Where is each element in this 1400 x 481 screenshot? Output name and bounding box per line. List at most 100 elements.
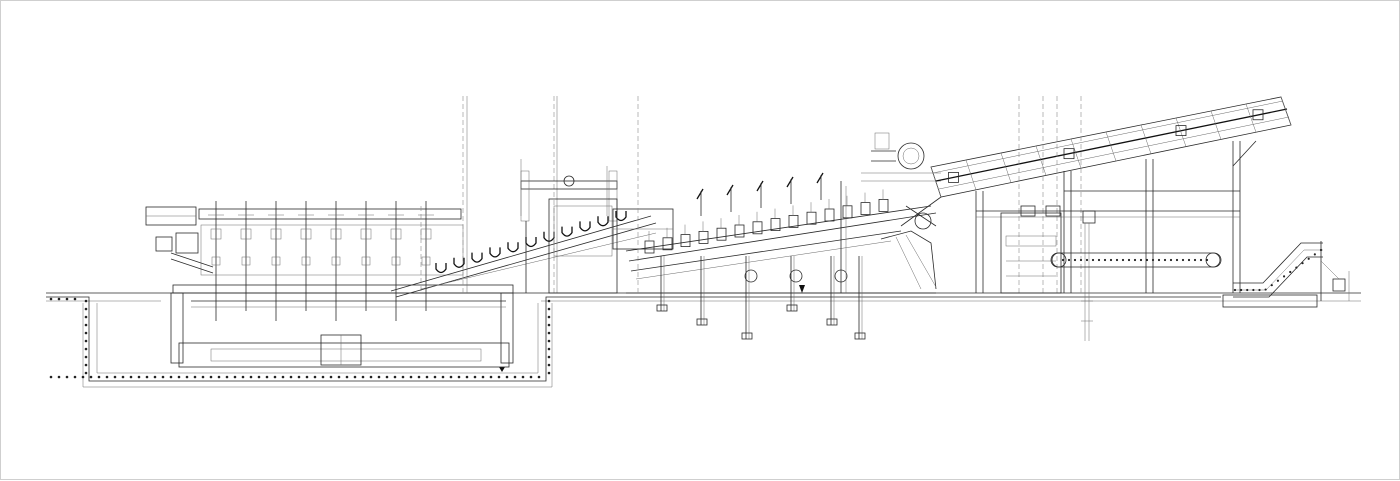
- feeder-link: [1240, 288, 1243, 292]
- pit-wall-dots: [49, 297, 551, 379]
- pit-dot: [513, 375, 517, 379]
- feeder-link: [1252, 288, 1255, 292]
- shaft-block: [390, 228, 402, 240]
- pit-dot: [321, 375, 325, 379]
- nozzle: [816, 172, 824, 184]
- trough-loop: [435, 263, 447, 274]
- pit-dot: [425, 375, 429, 379]
- trough-loop: [453, 257, 465, 268]
- conveyor-idler: [1063, 148, 1075, 160]
- feeder-chain: [1233, 248, 1323, 292]
- feeder-link: [1246, 288, 1249, 292]
- pit-dot: [547, 339, 551, 343]
- nozzle: [726, 184, 734, 196]
- conveyor-idler: [948, 171, 959, 183]
- pit-dot: [161, 375, 165, 379]
- gearbox: [842, 205, 853, 219]
- pit-dot: [337, 375, 341, 379]
- pit-dot: [547, 363, 551, 367]
- trough-loop: [525, 237, 537, 248]
- pit-dot: [273, 375, 277, 379]
- belt-link: [1157, 258, 1161, 262]
- pit-dot: [169, 375, 173, 379]
- conveyor-rib: [1140, 124, 1152, 154]
- drop-shaft-foot: [854, 332, 866, 340]
- pit-dot: [57, 297, 61, 301]
- feeder-link: [1319, 248, 1323, 252]
- pit-dot: [441, 375, 445, 379]
- belt-link: [1115, 258, 1119, 262]
- belt-link: [1139, 258, 1143, 262]
- pit-dot: [457, 375, 461, 379]
- feeder-link: [1270, 284, 1273, 287]
- inclined-conveyor-lower: [390, 211, 657, 298]
- trough-loop: [471, 252, 483, 263]
- foundation-pit: [46, 296, 1221, 388]
- horizontal-belt-conveyor: [1050, 252, 1222, 268]
- feeder-link: [1233, 288, 1237, 292]
- trough-loop: [615, 211, 627, 222]
- middle-equipment-cluster: [625, 96, 937, 340]
- pit-dot: [65, 375, 69, 379]
- belt-link: [1145, 258, 1149, 262]
- conveyor-ribs: [930, 96, 1292, 198]
- pit-dot: [547, 299, 551, 303]
- pit-dot: [105, 375, 109, 379]
- shaft-block: [300, 228, 312, 240]
- pit-dot: [84, 339, 88, 343]
- nozzle: [756, 180, 764, 192]
- inclined-conveyor-upper: [900, 96, 1292, 230]
- gearbox: [698, 230, 709, 244]
- pit-dot: [529, 375, 533, 379]
- conveyor-rib: [1105, 131, 1117, 162]
- gearbox: [770, 218, 781, 232]
- pit-dot: [305, 375, 309, 379]
- shaft-block: [361, 256, 371, 266]
- pit-dot: [297, 375, 301, 379]
- belt-link: [1127, 258, 1131, 262]
- pit-dot: [547, 331, 551, 335]
- pit-dot: [521, 375, 525, 379]
- pit-dot: [537, 375, 541, 379]
- shaft-block: [240, 228, 252, 240]
- pit-dot: [329, 375, 333, 379]
- pit-dot: [201, 375, 205, 379]
- pit-dot: [241, 375, 245, 379]
- feeder-link: [1307, 257, 1310, 260]
- pit-dot: [145, 375, 149, 379]
- pit-dot: [345, 375, 349, 379]
- pit-dot: [361, 375, 365, 379]
- pit-dot: [225, 375, 229, 379]
- right-feeder: [1222, 241, 1350, 308]
- gearbox: [662, 237, 673, 251]
- pit-dot: [547, 371, 551, 375]
- belt-link: [1085, 258, 1089, 262]
- gearbox: [788, 214, 799, 228]
- pit-dot: [81, 375, 85, 379]
- left-machine: [145, 96, 514, 368]
- conveyor-idler: [1252, 109, 1264, 121]
- pit-dot: [257, 375, 261, 379]
- feeder-link: [1264, 288, 1267, 291]
- pit-dot: [193, 375, 197, 379]
- trough-loop: [579, 221, 591, 232]
- trough-loop: [489, 247, 501, 258]
- drop-shaft-foot: [696, 318, 708, 326]
- belt-link: [1061, 258, 1065, 262]
- conveyor-rib: [965, 159, 977, 190]
- feeder-link: [1301, 262, 1304, 265]
- belt-link: [1103, 258, 1107, 262]
- pit-dot: [73, 375, 77, 379]
- pit-dot: [505, 375, 509, 379]
- belt-link: [1193, 258, 1197, 262]
- conveyor-rib: [1175, 117, 1187, 147]
- belt-link: [1067, 258, 1071, 262]
- pit-dot: [547, 323, 551, 327]
- feeder-link: [1295, 266, 1298, 269]
- shaft-block: [210, 228, 222, 240]
- pit-dot: [547, 315, 551, 319]
- belt-link: [1181, 258, 1185, 262]
- pit-dot: [84, 347, 88, 351]
